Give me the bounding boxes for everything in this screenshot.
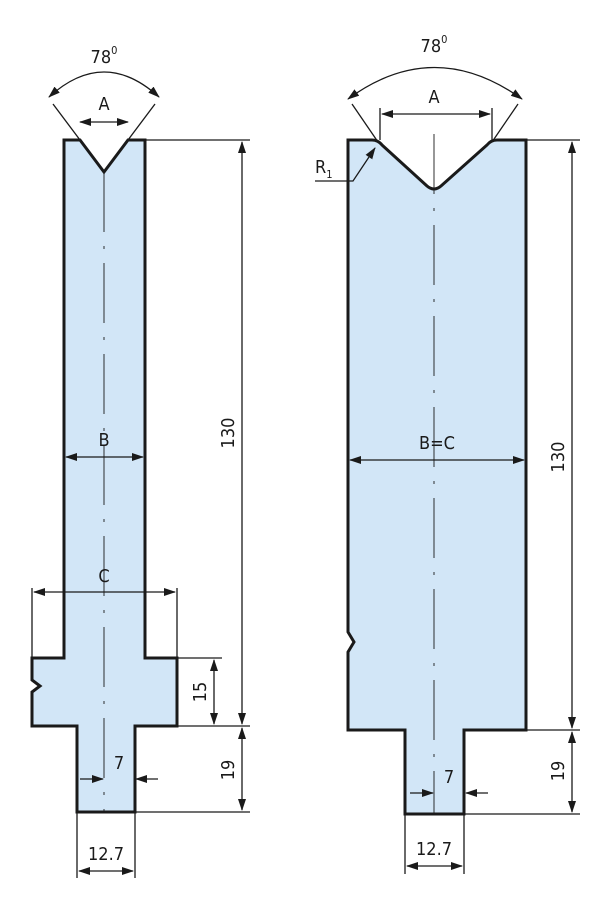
left-b-label: B <box>98 430 109 451</box>
right-angle-arc <box>347 66 523 100</box>
left-a-label: A <box>98 94 109 115</box>
left-c-label: C <box>98 566 109 587</box>
left-die: 780 A B C 130 15 19 7 12.7 <box>30 44 250 878</box>
left-angle-label: 780 <box>91 44 118 68</box>
right-r1-leader <box>315 147 376 182</box>
right-a-label: A <box>428 87 439 108</box>
right-angle-ext-left <box>351 103 379 143</box>
right-die-body <box>346 138 528 816</box>
left-angle-ext-left <box>52 103 81 141</box>
right-19-label: 19 <box>548 761 569 782</box>
right-12-7-label: 12.7 <box>416 839 452 860</box>
left-130-label: 130 <box>218 418 239 449</box>
right-angle-ext-right <box>491 103 519 143</box>
right-130-label: 130 <box>548 442 569 473</box>
left-15-label: 15 <box>190 682 211 703</box>
right-r1-label: R1 <box>315 157 333 181</box>
right-die: 780 A R1 B=C 130 19 7 12.7 <box>315 33 580 874</box>
left-angle-ext-right <box>127 103 156 141</box>
left-angle-arc <box>48 71 160 98</box>
left-19-label: 19 <box>218 760 239 781</box>
right-7-label: 7 <box>444 767 454 788</box>
left-7-label: 7 <box>114 753 124 774</box>
left-12-7-label: 12.7 <box>88 844 124 865</box>
right-bc-label: B=C <box>419 433 455 454</box>
left-die-body <box>30 138 179 814</box>
right-angle-label: 780 <box>421 33 448 57</box>
